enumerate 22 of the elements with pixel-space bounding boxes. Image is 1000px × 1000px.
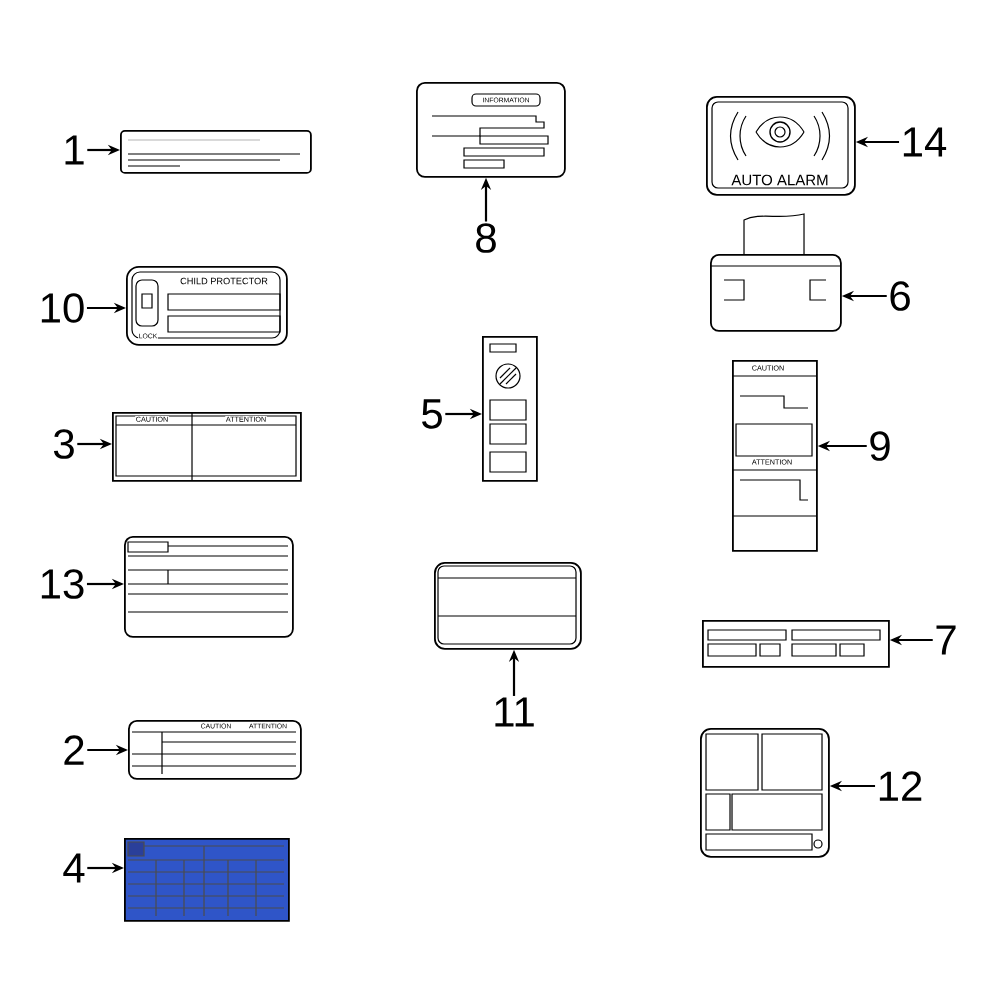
- label-sticker-drawing: [709, 213, 842, 332]
- label-sticker-drawing: [120, 130, 312, 174]
- label-sticker-drawing: [434, 562, 582, 650]
- callout-number: 4: [63, 853, 85, 883]
- callout-number: 11: [495, 697, 534, 727]
- callout-number: 9: [870, 431, 890, 461]
- callout-number: 2: [64, 735, 84, 765]
- label-sticker-drawing: [124, 838, 290, 922]
- callout-number: 13: [41, 569, 84, 599]
- label-sticker-drawing: [124, 536, 294, 638]
- label-sticker-drawing: [482, 336, 538, 482]
- callout-number: 1: [65, 135, 84, 165]
- callout-number: 14: [903, 127, 947, 157]
- callout-number: 7: [936, 625, 956, 655]
- callout-number: 10: [41, 293, 84, 323]
- callout-number: 8: [476, 223, 496, 253]
- label-sticker-drawing: [702, 620, 890, 668]
- callout-number: 6: [890, 281, 910, 311]
- label-sticker-drawing: [700, 728, 830, 858]
- callout-number: 3: [53, 429, 74, 459]
- callout-number: 12: [879, 771, 922, 801]
- callout-number: 5: [422, 399, 442, 429]
